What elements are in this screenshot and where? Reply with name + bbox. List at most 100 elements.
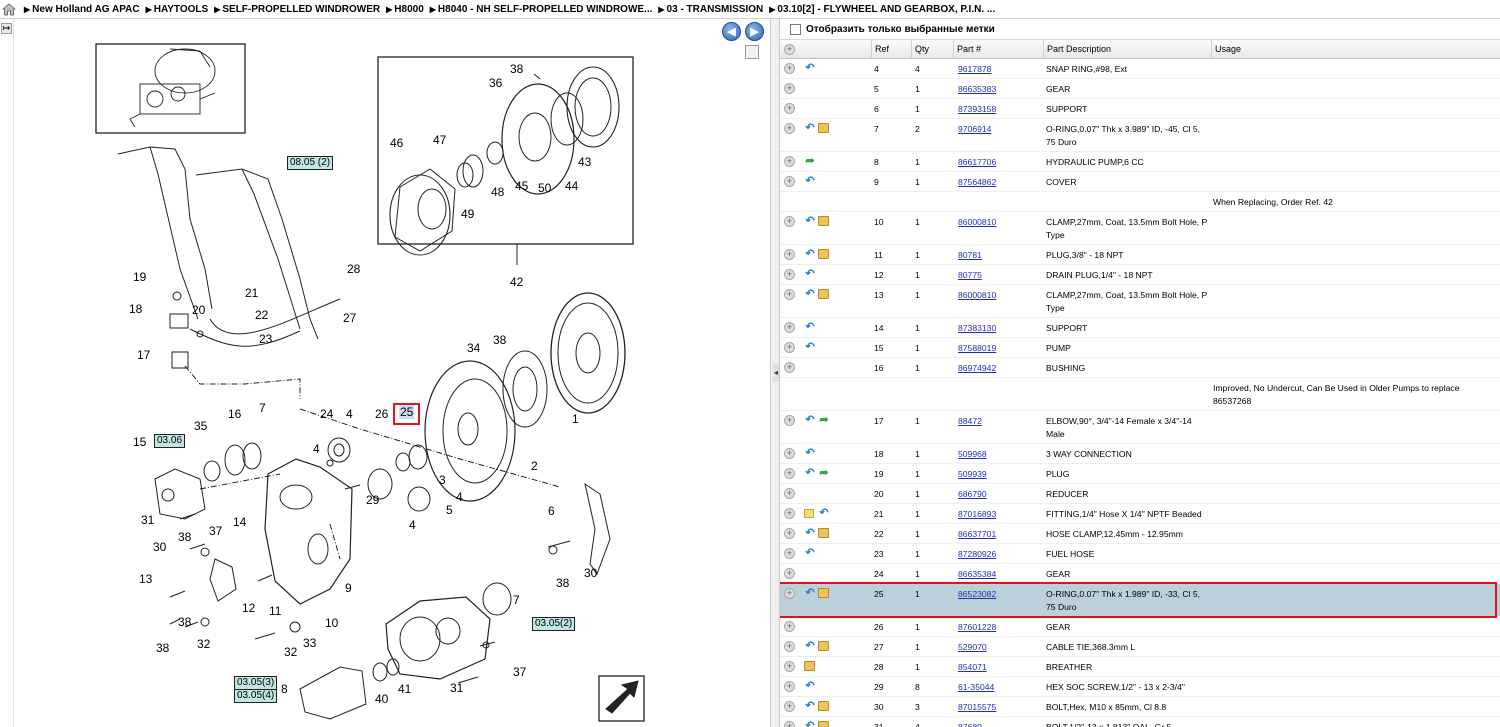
part-number-link[interactable]: 86000810	[958, 217, 997, 227]
callout-number[interactable]: 38	[510, 62, 524, 76]
ref-box-08-05[interactable]: 08.05 (2)	[287, 156, 334, 170]
part-number-link[interactable]: 88472	[958, 416, 982, 426]
breadcrumb-item[interactable]: ▶HAYTOOLS	[146, 4, 209, 15]
package-box-icon[interactable]	[818, 528, 829, 538]
callout-number[interactable]: 10	[325, 616, 339, 630]
callout-number[interactable]: 22	[255, 308, 269, 322]
callout-number[interactable]: 48	[491, 185, 505, 199]
part-number-link[interactable]: 9706914	[958, 124, 992, 134]
table-row[interactable]: When Replacing, Order Ref. 42	[780, 192, 1500, 212]
part-number-link[interactable]: 509968	[958, 449, 987, 459]
part-number-link[interactable]: 86523082	[958, 589, 997, 599]
expand-row-icon[interactable]: +	[784, 721, 795, 727]
part-number-link[interactable]: 86000810	[958, 290, 997, 300]
callout-number[interactable]: 16	[228, 407, 242, 421]
replacement-arrow-icon[interactable]: ↶	[805, 122, 815, 134]
callout-number[interactable]: 32	[284, 645, 298, 659]
callout-number[interactable]: 38	[178, 615, 192, 629]
show-selected-only-checkbox[interactable]	[790, 23, 801, 35]
callout-number[interactable]: 38	[178, 530, 192, 544]
fit-view-button[interactable]	[745, 45, 759, 59]
col-part-description[interactable]: Part Description	[1043, 40, 1211, 59]
callout-number[interactable]: 12	[242, 601, 256, 615]
expand-row-icon[interactable]: +	[784, 508, 795, 519]
package-box-icon[interactable]	[818, 588, 829, 598]
replacement-arrow-icon[interactable]: ↶	[805, 587, 815, 599]
callout-number[interactable]: 35	[194, 419, 208, 433]
back-arrow-button[interactable]: ◀	[722, 22, 741, 41]
part-number-link[interactable]: 86974942	[958, 363, 997, 373]
part-number-link[interactable]: 80781	[958, 250, 982, 260]
part-number-link[interactable]: 509939	[958, 469, 987, 479]
callout-number[interactable]: 5	[446, 503, 453, 517]
callout-number[interactable]: 37	[209, 524, 223, 538]
expand-row-icon[interactable]: +	[784, 588, 795, 599]
callout-number[interactable]: 43	[578, 155, 592, 169]
callout-number[interactable]: 3	[439, 473, 446, 487]
part-number-link[interactable]: 87601228	[958, 622, 997, 632]
expand-row-icon[interactable]: +	[784, 216, 795, 227]
substitute-arrow-icon[interactable]: ➦	[805, 155, 815, 167]
callout-number[interactable]: 24	[320, 407, 334, 421]
callout-number[interactable]: 42	[510, 275, 524, 289]
expand-row-icon[interactable]: +	[784, 528, 795, 539]
expand-row-icon[interactable]: +	[784, 448, 795, 459]
part-number-link[interactable]: 87564862	[958, 177, 997, 187]
callout-number[interactable]: 6	[548, 504, 555, 518]
callout-number[interactable]: 49	[461, 207, 475, 221]
callout-number[interactable]: 4	[346, 407, 353, 421]
callout-number[interactable]: 38	[493, 333, 507, 347]
callout-number[interactable]: 29	[366, 493, 380, 507]
callout-number[interactable]: 45	[515, 179, 529, 193]
expand-row-icon[interactable]: +	[784, 103, 795, 114]
col-qty[interactable]: Qty	[911, 40, 953, 59]
callout-number[interactable]: 38	[556, 576, 570, 590]
callout-number[interactable]: 21	[245, 286, 259, 300]
callout-number[interactable]: 40	[375, 692, 389, 706]
callout-number[interactable]: 18	[129, 302, 143, 316]
breadcrumb-item[interactable]: ▶H8000	[386, 4, 424, 15]
replacement-arrow-icon[interactable]: ↶	[819, 507, 829, 519]
expand-row-icon[interactable]: +	[784, 568, 795, 579]
package-box-icon[interactable]	[818, 123, 829, 133]
expand-row-icon[interactable]: +	[784, 269, 795, 280]
part-number-link[interactable]: 87393158	[958, 104, 997, 114]
part-number-link[interactable]: 9617878	[958, 64, 992, 74]
callout-number[interactable]: 47	[433, 133, 447, 147]
callout-number[interactable]: 17	[137, 348, 151, 362]
part-number-link[interactable]: 87016893	[958, 509, 997, 519]
callout-number[interactable]: 28	[347, 262, 361, 276]
callout-number[interactable]: 26	[375, 407, 389, 421]
part-number-link[interactable]: 854071	[958, 662, 987, 672]
callout-number[interactable]: 50	[538, 181, 552, 195]
callout-number[interactable]: 7	[513, 593, 520, 607]
replacement-arrow-icon[interactable]: ↶	[805, 62, 815, 74]
package-box-icon[interactable]	[818, 701, 829, 711]
package-box-icon[interactable]	[818, 721, 829, 727]
callout-number[interactable]: 37	[513, 665, 527, 679]
expand-all-icon[interactable]: +	[784, 44, 795, 55]
collapse-arrow-icon[interactable]: ◂	[773, 364, 779, 382]
callout-number[interactable]: 36	[489, 76, 503, 90]
expand-row-icon[interactable]: +	[784, 63, 795, 74]
package-box-icon[interactable]	[818, 216, 829, 226]
part-number-link[interactable]: 87689	[958, 722, 982, 727]
callout-number[interactable]: 11	[269, 604, 282, 618]
part-number-link[interactable]: 86635383	[958, 84, 997, 94]
callout-number[interactable]: 14	[233, 515, 247, 529]
